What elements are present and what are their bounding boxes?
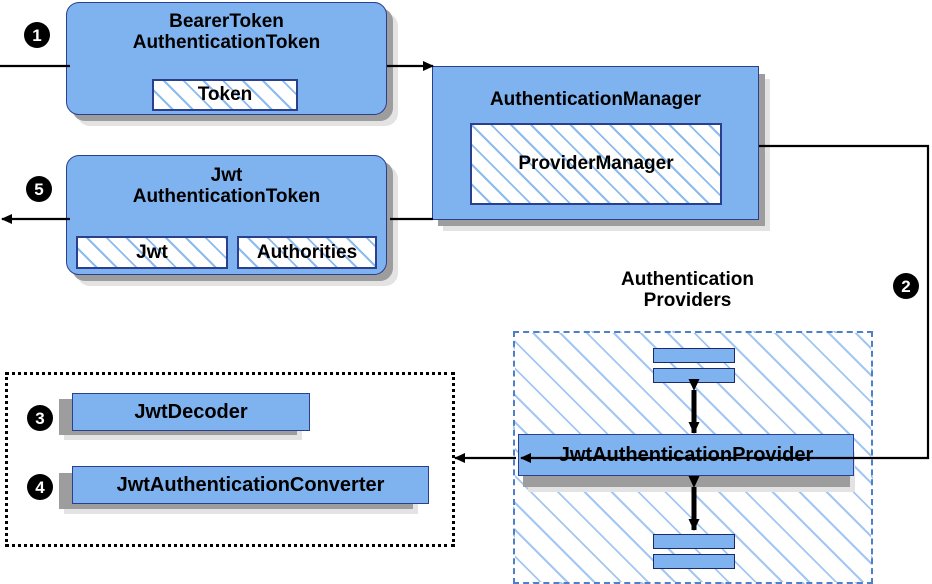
provider-manager-label: ProviderManager	[518, 153, 674, 174]
jwt-token-title-line1: Jwt	[210, 165, 243, 186]
provider-plate-top-1	[653, 348, 735, 363]
step-badge-3-number: 3	[35, 408, 45, 428]
step-badge-1-number: 1	[32, 25, 42, 45]
provider-plate-bottom-1	[653, 534, 735, 549]
jwt-token-title-line2: AuthenticationToken	[132, 186, 321, 208]
step-badge-5: 5	[26, 176, 52, 202]
jwt-token-inner-authorities-box[interactable]: Authorities	[237, 236, 377, 269]
bearer-token-title-line1: BearerToken	[169, 11, 284, 32]
jwt-token-inner-authorities-label: Authorities	[256, 241, 358, 263]
bearer-token-title-line2: AuthenticationToken	[132, 32, 321, 54]
jwt-authentication-provider-label: JwtAuthenticationProvider	[558, 443, 814, 466]
jwt-authentication-converter-node[interactable]: JwtAuthenticationConverter	[72, 466, 429, 504]
jwt-decoder-node[interactable]: JwtDecoder	[72, 393, 310, 431]
providers-caption-line1: Authentication	[621, 269, 754, 290]
jwt-token-inner-jwt-label: Jwt	[136, 241, 168, 263]
step-badge-4: 4	[27, 474, 53, 500]
provider-plate-top-2	[653, 368, 735, 383]
provider-manager-box[interactable]: ProviderManager	[470, 123, 722, 205]
bearer-token-inner-label: Token	[197, 84, 253, 105]
step-badge-2: 2	[893, 273, 919, 299]
providers-caption-line2: Providers	[643, 290, 732, 312]
bearer-token-inner-token-box[interactable]: Token	[152, 79, 298, 111]
step-badge-5-number: 5	[34, 179, 44, 199]
jwt-token-inner-jwt-box[interactable]: Jwt	[76, 236, 228, 269]
authentication-manager-title: AuthenticationManager	[489, 89, 702, 110]
step-badge-4-number: 4	[35, 477, 45, 497]
provider-plate-bottom-2	[653, 554, 735, 569]
step-badge-2-number: 2	[901, 276, 911, 296]
jwt-authentication-provider-node[interactable]: JwtAuthenticationProvider	[518, 434, 854, 476]
authentication-providers-caption: Authentication Providers	[565, 269, 810, 312]
jwt-decoder-label: JwtDecoder	[134, 400, 248, 423]
jwt-support-region	[5, 372, 455, 547]
jwt-authentication-converter-label: JwtAuthenticationConverter	[116, 473, 385, 496]
step-badge-1: 1	[24, 22, 50, 48]
step-badge-3: 3	[27, 405, 53, 431]
